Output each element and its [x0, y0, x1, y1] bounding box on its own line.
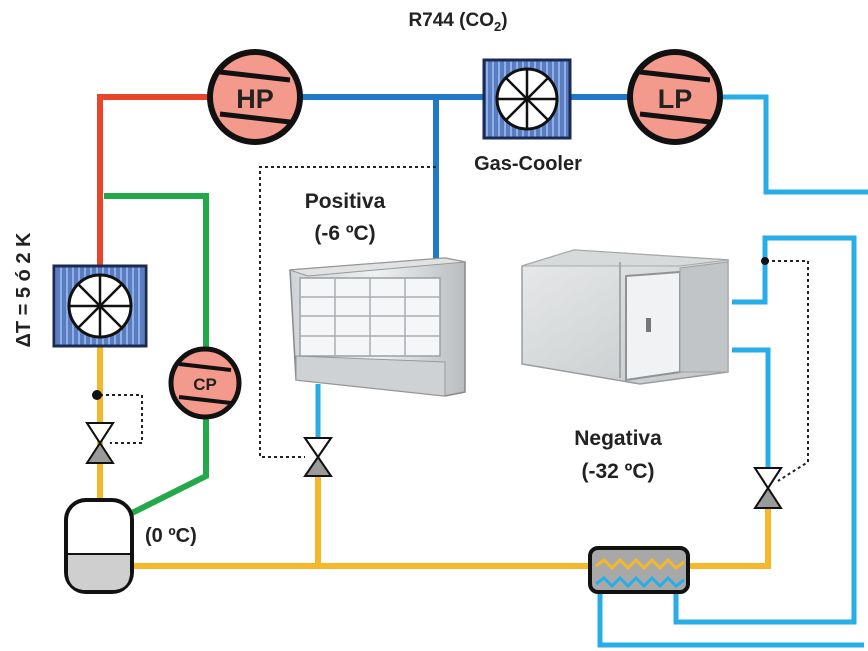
receiver-temp-label: (0 ºC) [145, 525, 197, 547]
lp-compressor: LP [627, 49, 723, 145]
subcooler-return-line [597, 592, 864, 648]
hp-expansion-valve [85, 422, 115, 464]
negativa-liquid-line [688, 508, 771, 569]
negativa-sensing-bulb [761, 257, 769, 265]
sensing-bulb [92, 390, 102, 400]
positiva-expansion-valve [303, 437, 333, 477]
negativa-name: Negativa [574, 427, 662, 450]
gas-cooler [482, 58, 572, 140]
discharge-pipe [97, 94, 208, 268]
hp-label: HP [236, 84, 274, 114]
hp-compressor: HP [207, 49, 303, 145]
title-close: ) [501, 10, 507, 31]
delta-t-label: ΔT = 5 ó 2 K [13, 232, 35, 348]
negativa-outlet-line [673, 235, 857, 625]
negativa-expansion-valve [753, 467, 783, 509]
title-main: R744 (CO [408, 10, 494, 31]
cp-label: CP [193, 375, 217, 394]
gas-cooler-label: Gas-Cooler [474, 153, 582, 175]
positiva-valve-sense-line [259, 166, 436, 458]
receiver-vapor-line [104, 193, 209, 518]
negativa-cold-room [521, 249, 729, 385]
negativa-inlet-line [732, 347, 771, 470]
positiva-name: Positiva [305, 190, 386, 213]
liquid-receiver [64, 498, 134, 594]
title-subscript: 2 [494, 19, 501, 34]
hp-valve-sense-line [100, 394, 143, 444]
positiva-temp: (-6 ºC) [314, 222, 375, 245]
subcooler-heat-exchanger [588, 546, 690, 594]
negativa-valve-sense-line [766, 260, 809, 482]
positiva-display-case [289, 257, 466, 397]
lp-label: LP [658, 84, 693, 114]
negativa-temp: (-32 ºC) [581, 460, 654, 483]
diagram-title: R744 (CO2) [408, 10, 507, 34]
lp-discharge-line [722, 94, 868, 195]
cp-compressor: CP [168, 346, 242, 420]
cascade-condenser-coil [52, 264, 148, 348]
